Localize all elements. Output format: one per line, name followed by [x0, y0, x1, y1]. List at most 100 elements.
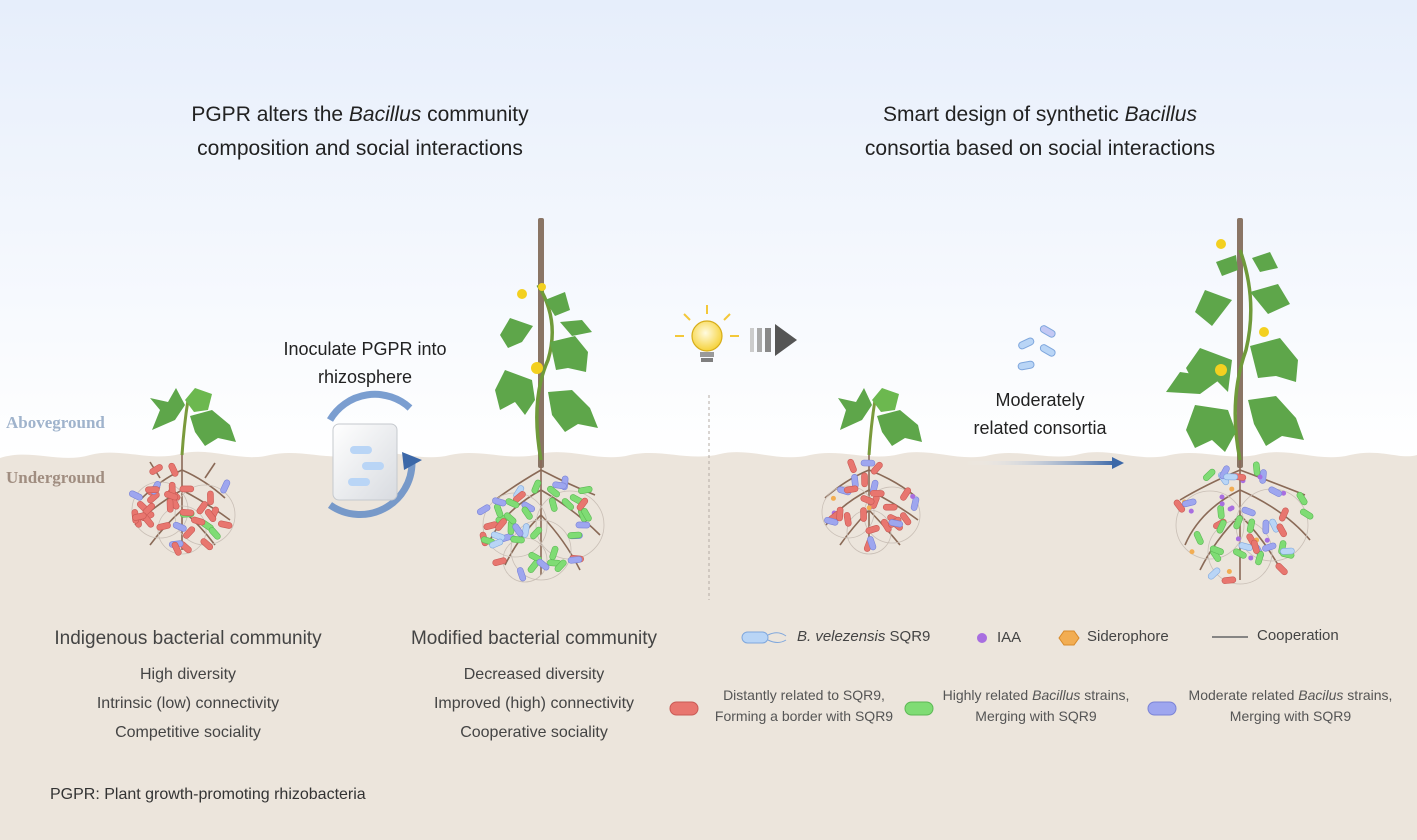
- bacterium-marker: [548, 497, 558, 512]
- bacterium-marker: [860, 507, 867, 522]
- bacterium-marker: [516, 567, 527, 582]
- bacterium-marker: [867, 536, 877, 551]
- flowers: [1215, 239, 1269, 376]
- metabolite-marker: [866, 505, 872, 511]
- bacterium-marker: [492, 557, 507, 566]
- bacterium-marker: [1246, 518, 1256, 534]
- legend-siderophore-label: Siderophore: [1087, 628, 1169, 645]
- leaves: [150, 388, 236, 456]
- bacterium-marker: [489, 538, 504, 549]
- metabolite-marker: [1219, 494, 1225, 500]
- bacterium-marker: [1276, 523, 1287, 538]
- metabolite-marker: [1281, 490, 1287, 496]
- bacterium-marker: [147, 491, 160, 504]
- bacterium-marker: [1232, 548, 1247, 559]
- bacterium-marker: [578, 486, 593, 495]
- bacterium-marker: [490, 531, 506, 541]
- bacterium-marker: [208, 527, 221, 540]
- legend-iaa-label: IAA: [997, 629, 1022, 646]
- sqr9-swatch: [741, 631, 769, 644]
- bacterium-marker: [567, 531, 583, 539]
- bacterium-marker: [1216, 519, 1227, 534]
- bacterium-marker: [865, 525, 880, 534]
- small-plant-indigenous: [131, 388, 236, 555]
- bacterium-marker: [861, 472, 868, 488]
- metabolite-marker: [1219, 501, 1225, 507]
- bacterium-marker: [836, 506, 844, 522]
- bacterium-marker: [220, 479, 231, 494]
- bacterium-marker: [1173, 499, 1186, 513]
- bacterium-marker: [1209, 545, 1224, 556]
- metabolite-marker: [1226, 568, 1232, 574]
- metabolite-marker: [1257, 474, 1263, 480]
- metabolite-marker: [1229, 486, 1235, 492]
- bacterium-marker: [899, 512, 912, 526]
- bacterium-marker: [536, 558, 550, 571]
- bacterium-marker: [156, 522, 171, 531]
- inoculate-label: Inoculate PGPR into rhizosphere: [283, 339, 447, 387]
- leaves: [838, 388, 922, 456]
- bacterium-marker: [168, 462, 179, 477]
- bacterium-marker: [910, 496, 920, 511]
- left-panel-title: PGPR alters the Bacillus community compo…: [140, 98, 580, 166]
- bacterium-marker: [1233, 515, 1243, 530]
- metabolite-marker: [910, 493, 916, 499]
- distant-swatch: [669, 701, 699, 716]
- bacterium-marker: [869, 489, 885, 497]
- bacterium-marker: [567, 556, 583, 564]
- bacteria-markers: [128, 458, 1314, 584]
- vine-stem: [535, 284, 554, 461]
- metabolite-marker: [1189, 549, 1195, 555]
- right-panel-title: Smart design of synthetic Bacillus conso…: [820, 98, 1260, 166]
- bacterium-marker: [531, 479, 542, 494]
- bacterium-marker: [207, 490, 214, 506]
- soil-ground: [0, 451, 1417, 840]
- bacterium-marker: [191, 516, 206, 526]
- bacterium-marker: [495, 518, 507, 531]
- bacterium-marker: [196, 501, 208, 515]
- modified-item: Improved (high) connectivity: [433, 695, 635, 712]
- metabolite-marker: [1188, 508, 1194, 514]
- bacterium-marker: [1193, 531, 1204, 545]
- underground-label: Underground: [6, 468, 105, 487]
- bacteria-group-icon: [1017, 325, 1056, 371]
- legend-sqr9-label: B. velezensis SQR9: [797, 628, 931, 645]
- bacterium-marker: [217, 520, 233, 529]
- bacterium-marker: [1278, 507, 1289, 522]
- bacterium-marker: [1255, 550, 1264, 566]
- bacterium-marker: [166, 498, 174, 513]
- iaa-swatch: [977, 633, 987, 643]
- metabolite-marker: [1229, 505, 1235, 511]
- bacterium-marker: [128, 490, 143, 501]
- indigenous-item: High diversity: [139, 666, 237, 683]
- bacterium-marker: [183, 526, 196, 539]
- bacterium-marker: [492, 497, 507, 507]
- bacterium-marker: [171, 541, 182, 556]
- bacterium-marker: [179, 485, 195, 493]
- leaves: [1166, 252, 1304, 452]
- bacterium-marker: [1182, 498, 1197, 508]
- modified-item: Cooperative sociality: [460, 724, 608, 741]
- bacterium-marker: [172, 521, 187, 532]
- inoculant-bag: [326, 390, 422, 518]
- lightbulb-icon: [675, 305, 739, 362]
- legend-moderate-label: Moderate related Bacilus strains, Mergin…: [1188, 687, 1393, 724]
- bacterium-marker: [1203, 468, 1216, 481]
- bacterium-marker: [204, 509, 217, 523]
- bacterium-marker: [1296, 491, 1308, 506]
- consortia-arrow: [965, 457, 1124, 469]
- bacterium-marker: [1262, 519, 1270, 535]
- bacterium-marker: [1217, 504, 1225, 520]
- progress-arrow-icon: [750, 324, 797, 356]
- metabolite-marker: [1235, 536, 1241, 542]
- indigenous-item: Intrinsic (low) connectivity: [96, 695, 280, 712]
- bacterium-marker: [530, 526, 543, 540]
- left-title-line2: composition and social interactions: [197, 137, 523, 160]
- bacterium-marker: [824, 516, 839, 526]
- bacterium-marker: [179, 509, 195, 517]
- bacterium-marker: [132, 512, 147, 521]
- right-title-line1: Smart design of synthetic Bacillus: [883, 103, 1197, 126]
- bacterium-marker: [843, 512, 852, 527]
- bacterium-marker: [554, 559, 567, 573]
